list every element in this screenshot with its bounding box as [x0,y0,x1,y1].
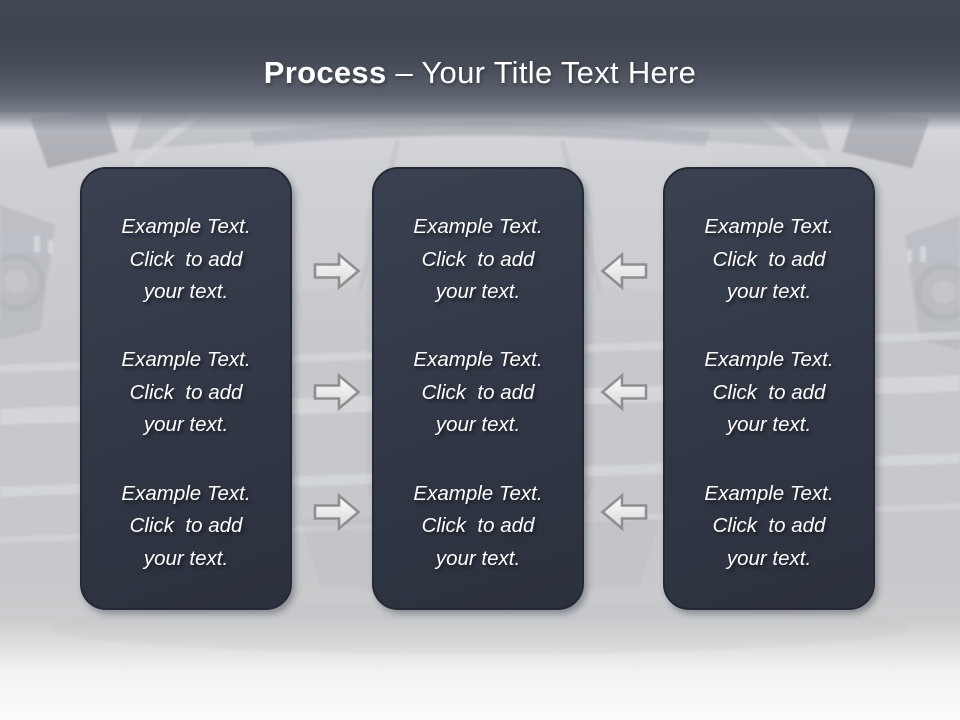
title-placeholder-text: – Your Title Text Here [395,55,697,90]
arrow-left-icon [599,492,649,532]
placeholder-line: Click to add [421,380,535,404]
placeholder-line: Click to add [129,514,243,537]
title-keyword: Process [263,55,387,90]
placeholder-line: your text. [726,413,812,437]
placeholder-line: Example Text. [704,215,834,238]
arrow-left-icon [599,251,649,291]
placeholder-line: your text. [435,280,521,303]
headlight-left [0,205,55,340]
placeholder-line: Click to add [129,380,243,404]
text-placeholder[interactable]: Example Text. Click to add your text. [671,478,867,576]
text-placeholder[interactable]: Example Text. Click to add your text. [671,344,867,442]
placeholder-line: Example Text. [704,348,834,372]
placeholder-line: your text. [143,413,229,437]
placeholder-line: Example Text. [704,481,834,505]
text-placeholder[interactable]: Example Text. Click to add your text. [88,344,284,442]
placeholder-line: your text. [143,546,229,570]
placeholder-line: Click to add [421,514,535,537]
page-title[interactable]: Process– Your Title Text Here [264,0,696,91]
text-placeholder[interactable]: Example Text. Click to add your text. [380,344,576,442]
text-placeholder[interactable]: Example Text. Click to add your text. [88,478,284,576]
headlight-right [905,215,960,350]
placeholder-line: Click to add [421,247,535,271]
placeholder-line: Click to add [712,247,826,271]
placeholder-line: Example Text. [121,481,251,505]
process-panel-middle: Example Text. Click to add your text. Ex… [372,167,584,610]
arrow-right-icon [312,492,362,532]
text-placeholder[interactable]: Example Text. Click to add your text. [671,211,867,309]
placeholder-line: Example Text. [413,215,543,238]
placeholder-line: your text. [435,546,521,570]
text-placeholder[interactable]: Example Text. Click to add your text. [380,211,576,309]
process-panel-left: Example Text. Click to add your text. Ex… [80,167,292,610]
placeholder-line: Click to add [712,514,826,537]
placeholder-line: your text. [435,413,521,437]
text-placeholder[interactable]: Example Text. Click to add your text. [380,478,576,576]
process-panel-right: Example Text. Click to add your text. Ex… [663,167,875,610]
placeholder-line: Example Text. [121,348,251,372]
placeholder-line: Example Text. [413,348,543,372]
placeholder-line: Click to add [129,247,243,271]
ground-shadow [50,602,910,654]
placeholder-line: your text. [726,546,812,570]
title-bar: Process– Your Title Text Here [0,0,960,130]
arrow-right-icon [312,251,362,291]
placeholder-line: your text. [726,280,812,303]
placeholder-line: Click to add [712,380,826,404]
placeholder-line: Example Text. [413,481,543,505]
placeholder-line: Example Text. [121,215,251,238]
arrow-right-icon [312,372,362,412]
arrow-left-icon [599,372,649,412]
placeholder-line: your text. [143,280,229,303]
text-placeholder[interactable]: Example Text. Click to add your text. [88,211,284,309]
